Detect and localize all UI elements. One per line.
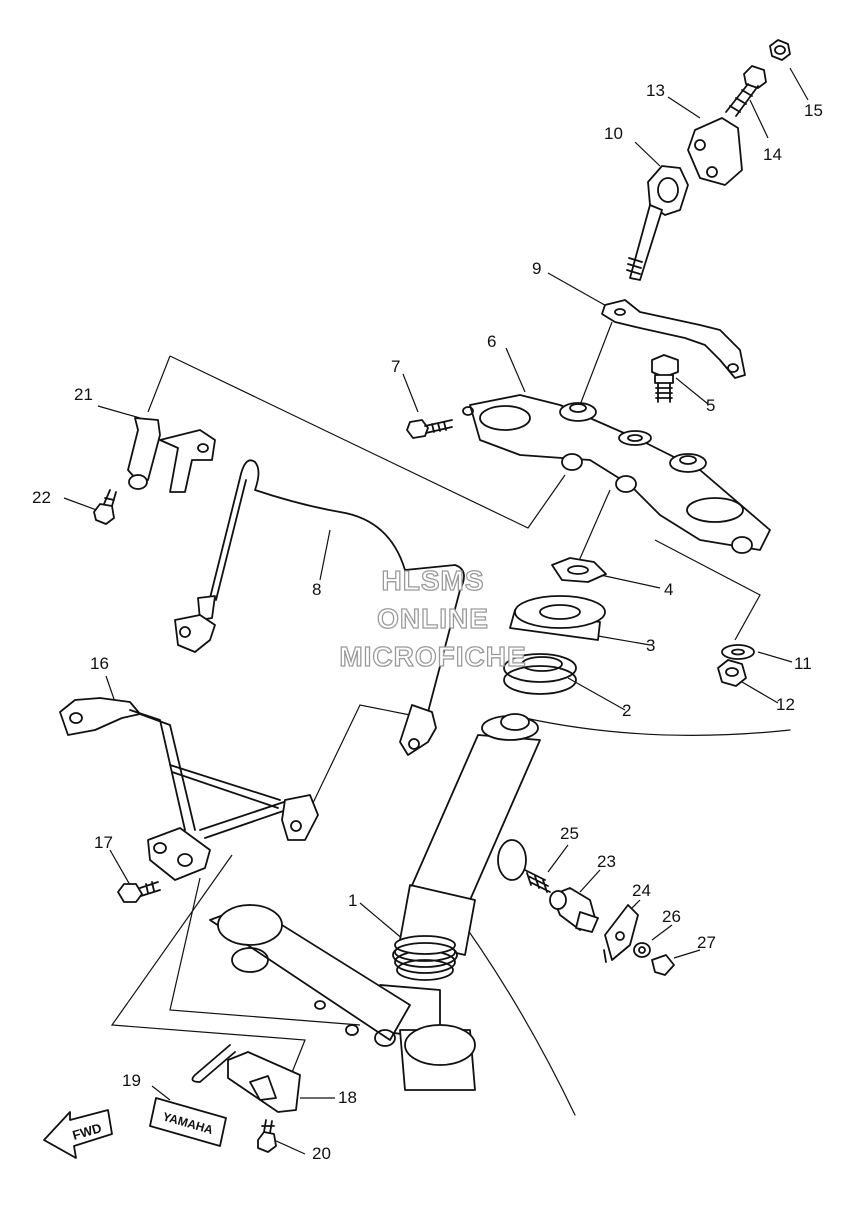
label-part-2: 2 — [622, 701, 631, 720]
label-part-10: 10 — [604, 124, 623, 143]
part-26-washer — [633, 942, 651, 958]
part-15-holder-nut — [769, 39, 791, 61]
label-part-7: 7 — [391, 357, 400, 376]
part-8-cable — [174, 459, 465, 756]
label-part-14: 14 — [763, 145, 782, 164]
part-14-holder-bolt — [725, 65, 767, 117]
watermark-line-2: ONLINE — [377, 603, 489, 634]
frame-head-tube — [209, 713, 791, 1116]
part-19-yamaha-decal: YAMAHA — [149, 1097, 227, 1147]
part-13-upper-handle-holder — [687, 117, 743, 186]
watermark: HLSMS ONLINE MICROFICHE — [339, 564, 527, 672]
part-11-washer — [721, 644, 755, 660]
label-part-15: 15 — [804, 101, 823, 120]
label-part-20: 20 — [312, 1144, 331, 1163]
part-24-plate — [603, 904, 639, 963]
part-18-holder — [191, 1044, 301, 1113]
label-part-22: 22 — [32, 488, 51, 507]
label-part-5: 5 — [706, 396, 715, 415]
label-part-23: 23 — [597, 852, 616, 871]
part-9-plate — [601, 299, 746, 379]
part-22-screw — [93, 489, 117, 525]
part-20-screw — [257, 1119, 277, 1153]
part-16-stay — [59, 697, 319, 881]
label-part-21: 21 — [74, 385, 93, 404]
part-17-bolt — [117, 881, 161, 903]
label-part-19: 19 — [122, 1071, 141, 1090]
label-part-26: 26 — [662, 907, 681, 926]
label-part-16: 16 — [90, 654, 109, 673]
label-part-9: 9 — [532, 259, 541, 278]
part-6-handle-crown — [462, 394, 771, 554]
fwd-arrow-icon: FWD — [43, 1109, 113, 1159]
label-part-6: 6 — [487, 332, 496, 351]
label-part-3: 3 — [646, 636, 655, 655]
label-part-25: 25 — [560, 824, 579, 843]
label-part-27: 27 — [697, 933, 716, 952]
part-3-bearing-cover — [509, 595, 606, 641]
part-10-lower-handle-holder — [626, 165, 689, 281]
part-5-crown-bolt — [651, 354, 679, 403]
part-27-screw — [651, 954, 675, 976]
part-2-upper-bearing — [503, 653, 577, 695]
label-part-1: 1 — [348, 891, 357, 910]
part-25-spring — [524, 869, 551, 893]
part-1-lower-bearing — [394, 935, 456, 962]
part-4-ring-nut — [551, 557, 607, 583]
part-number-labels: 1 2 3 4 5 6 7 8 9 10 11 12 13 14 15 16 1… — [32, 81, 823, 1163]
label-part-18: 18 — [338, 1088, 357, 1107]
label-part-17: 17 — [94, 833, 113, 852]
label-part-24: 24 — [632, 881, 651, 900]
label-part-8: 8 — [312, 580, 321, 599]
label-part-11: 11 — [794, 654, 812, 673]
part-21-bracket — [127, 417, 216, 493]
part-23-switch — [549, 887, 599, 933]
label-part-13: 13 — [646, 81, 665, 100]
part-12-nut — [717, 659, 747, 687]
label-part-4: 4 — [664, 580, 673, 599]
watermark-line-1: HLSMS — [382, 565, 485, 596]
watermark-line-3: MICROFICHE — [339, 641, 526, 672]
label-part-12: 12 — [776, 695, 795, 714]
part-7-pinch-bolt — [406, 419, 453, 439]
